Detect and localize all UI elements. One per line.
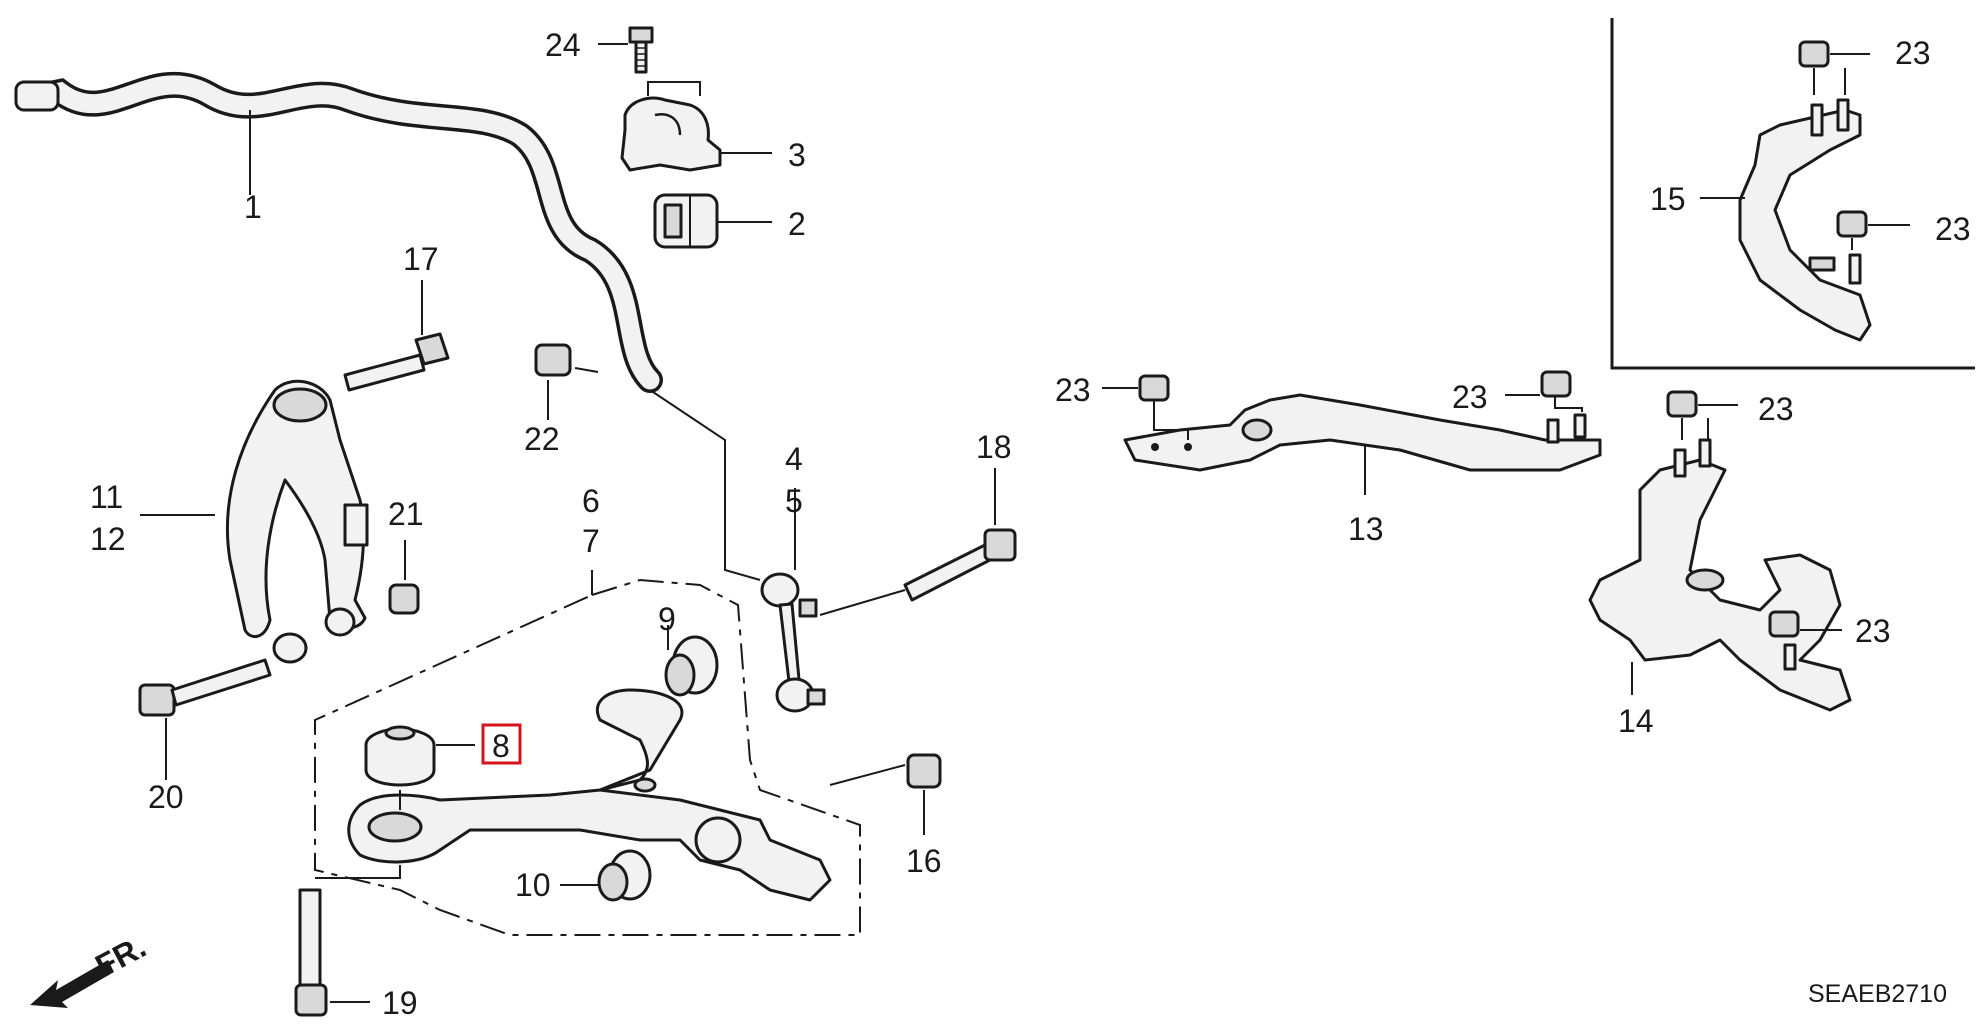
callout-1: 1 — [244, 189, 262, 225]
bolt-20[interactable] — [138, 658, 272, 717]
callout-4: 4 — [785, 441, 803, 477]
callout-16: 16 — [906, 843, 942, 879]
callout-22: 22 — [524, 421, 560, 457]
nut-23-b[interactable] — [1540, 370, 1572, 398]
callout-11: 11 — [90, 479, 123, 515]
callout-2: 2 — [788, 206, 806, 242]
nut-16[interactable] — [906, 753, 942, 789]
nut-23-c[interactable] — [1798, 40, 1830, 68]
callout-10: 10 — [515, 867, 551, 903]
nut-23-a[interactable] — [1138, 374, 1170, 402]
nut-21[interactable] — [388, 583, 420, 615]
callout-7: 7 — [582, 523, 600, 559]
nut-22[interactable] — [534, 343, 572, 377]
subframe-bracket-13[interactable] — [1123, 393, 1602, 472]
lower-arm-6-7[interactable] — [347, 688, 832, 902]
arm-assembly-outline — [314, 578, 861, 936]
callout-19: 19 — [382, 985, 418, 1021]
callout-20: 20 — [148, 779, 184, 815]
nut-23-e[interactable] — [1666, 390, 1698, 418]
callout-23-a: 23 — [1055, 372, 1091, 408]
callout-3: 3 — [788, 137, 806, 173]
callout-14: 14 — [1618, 703, 1654, 739]
bolt-17[interactable] — [343, 332, 450, 392]
callout-8: 8 — [492, 728, 510, 764]
callout-5: 5 — [785, 483, 803, 519]
bolt-18[interactable] — [903, 528, 1017, 602]
highlight-box-8 — [481, 723, 522, 765]
callout-13: 13 — [1348, 511, 1384, 547]
callout-23-f: 23 — [1855, 613, 1891, 649]
stabilizer-bushing-2[interactable] — [653, 193, 719, 249]
callout-6: 6 — [582, 483, 600, 519]
callout-23-b: 23 — [1452, 379, 1488, 415]
bracket-15[interactable] — [1738, 98, 1872, 342]
bushing-9[interactable] — [664, 635, 719, 697]
fork-assembly-11-12[interactable] — [226, 379, 369, 664]
callout-17: 17 — [403, 241, 439, 277]
callout-12: 12 — [90, 521, 126, 557]
inset-frame — [1610, 18, 1975, 370]
bolt-19[interactable] — [294, 888, 328, 1017]
callout-21: 21 — [388, 496, 424, 532]
callout-15: 15 — [1650, 181, 1686, 217]
bolt-24[interactable] — [628, 26, 654, 74]
bracket-14[interactable] — [1588, 438, 1852, 712]
nut-23-f[interactable] — [1768, 610, 1800, 638]
diagram-code: SEAEB2710 — [1808, 980, 1947, 1008]
callout-18: 18 — [976, 429, 1012, 465]
bushing-8[interactable] — [364, 725, 436, 787]
stabilizer-holder-3[interactable] — [620, 96, 722, 172]
stabilizer-bar[interactable] — [14, 71, 663, 393]
front-direction-arrow — [30, 960, 114, 1008]
nut-23-d[interactable] — [1836, 210, 1868, 238]
callout-23-e: 23 — [1758, 391, 1794, 427]
callout-9: 9 — [658, 601, 676, 637]
callout-23-c: 23 — [1895, 35, 1931, 71]
callout-23-d: 23 — [1935, 211, 1971, 247]
bushing-10[interactable] — [597, 849, 652, 902]
callout-24: 24 — [545, 27, 581, 63]
stabilizer-link-4-5[interactable] — [760, 572, 826, 713]
